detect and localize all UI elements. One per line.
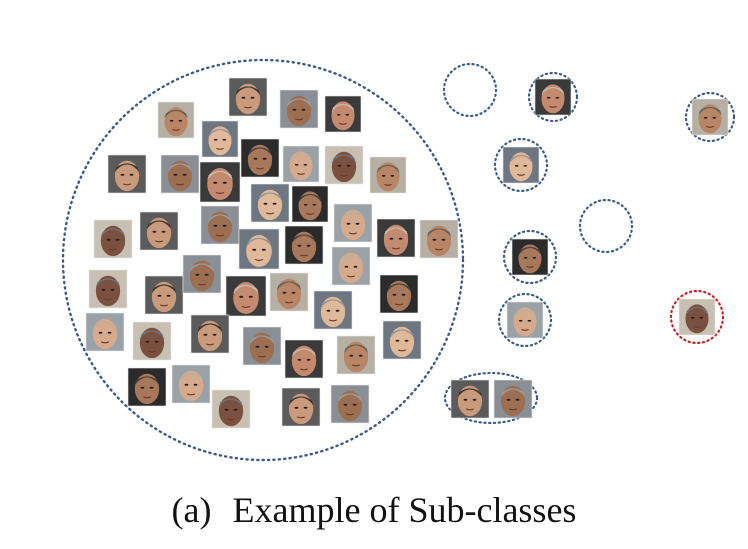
outlier-cluster-circle (669, 289, 725, 345)
face-thumbnail-icon (107, 154, 147, 194)
face-thumbnail-icon (199, 161, 241, 203)
face-thumbnail-icon (511, 238, 549, 276)
face-thumbnail-icon (190, 314, 230, 354)
face-thumbnail-icon (200, 205, 240, 245)
face-thumbnail-icon (336, 335, 376, 375)
face-thumbnail-icon (157, 101, 195, 139)
face-thumbnail-icon (93, 219, 133, 259)
face-thumbnail-icon (313, 290, 353, 330)
face-thumbnail-icon (238, 228, 280, 270)
face-thumbnail-icon (450, 379, 490, 419)
face-thumbnail-icon (330, 384, 370, 424)
face-thumbnail-icon (291, 185, 329, 223)
subclass-cluster-circle (502, 229, 558, 285)
face-thumbnail-icon (127, 367, 167, 407)
subclass-cluster-circle (442, 62, 498, 118)
face-thumbnail-icon (369, 156, 407, 194)
subclass-cluster-circle (684, 91, 736, 143)
caption-text: Example of Sub-classes (232, 490, 577, 530)
subclass-cluster-circle (578, 198, 634, 254)
face-thumbnail-icon (324, 145, 364, 185)
subclass-cluster-circle (527, 71, 579, 123)
face-thumbnail-icon (419, 219, 459, 259)
face-thumbnail-icon (171, 364, 211, 404)
subclass-cluster-circle (493, 137, 549, 193)
face-thumbnail-icon (376, 218, 416, 258)
face-thumbnail-icon (250, 183, 290, 223)
face-thumbnail-icon (88, 269, 128, 309)
face-thumbnail-icon (379, 274, 419, 314)
face-thumbnail-icon (139, 211, 179, 251)
main-cluster-circle (61, 58, 465, 462)
face-thumbnail-icon (678, 298, 716, 336)
face-thumbnail-icon (284, 339, 324, 379)
face-thumbnail-icon (211, 389, 251, 429)
face-thumbnail-icon (279, 89, 319, 129)
face-thumbnail-icon (240, 138, 280, 178)
face-thumbnail-icon (269, 272, 309, 312)
face-thumbnail-icon (284, 225, 324, 265)
face-thumbnail-icon (691, 98, 729, 136)
figure-caption: (a) Example of Sub-classes (0, 488, 748, 532)
face-thumbnail-icon (506, 301, 544, 339)
caption-label: (a) (171, 490, 212, 530)
face-thumbnail-icon (382, 320, 422, 360)
face-thumbnail-icon (324, 95, 362, 133)
face-thumbnail-icon (331, 246, 371, 286)
face-thumbnail-icon (228, 77, 268, 117)
face-thumbnail-icon (333, 203, 373, 243)
pair-cluster-ellipse (443, 371, 539, 425)
face-thumbnail-icon (493, 379, 533, 419)
face-thumbnail-icon (281, 387, 321, 427)
face-thumbnail-icon (182, 254, 222, 294)
face-thumbnail-icon (144, 275, 184, 315)
face-thumbnail-icon (132, 321, 172, 361)
face-thumbnail-icon (160, 154, 200, 194)
face-thumbnail-icon (85, 312, 125, 352)
face-thumbnail-icon (502, 146, 540, 184)
face-thumbnail-icon (534, 78, 572, 116)
face-thumbnail-icon (242, 326, 282, 366)
face-thumbnail-icon (225, 275, 267, 317)
face-thumbnail-icon (282, 145, 320, 183)
subclass-cluster-circle (497, 292, 553, 348)
face-thumbnail-icon (201, 120, 239, 158)
